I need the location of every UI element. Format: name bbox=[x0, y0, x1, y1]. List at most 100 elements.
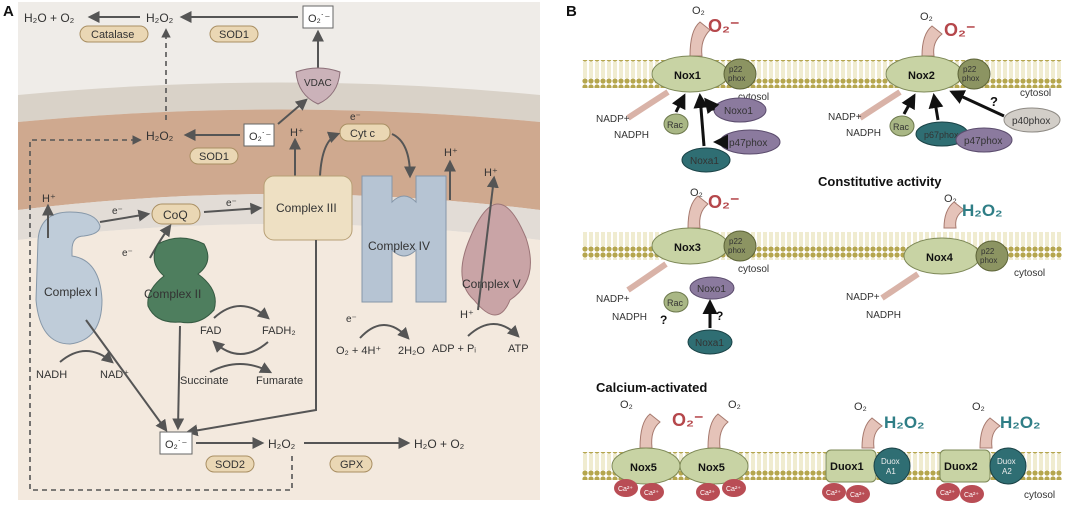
nox3-rac bbox=[663, 291, 689, 313]
panel-b-label: B bbox=[566, 3, 577, 20]
nox4-p22 bbox=[975, 240, 1009, 272]
hplus-c1: H⁺ bbox=[42, 193, 56, 205]
nox5-label-left: Nox5 bbox=[630, 462, 657, 474]
nox4-nadph: NADPH bbox=[866, 310, 901, 321]
arrow-succ-fum bbox=[209, 362, 273, 374]
ims-superoxide-box bbox=[243, 123, 275, 147]
ims-hplus-c3: H⁺ bbox=[290, 127, 304, 139]
top-h2o-o2: H₂O + O₂ bbox=[24, 11, 75, 25]
svg-text:Ca²⁺: Ca²⁺ bbox=[618, 486, 633, 493]
e-c2: e⁻ bbox=[122, 248, 133, 259]
duox1-ca-2 bbox=[846, 485, 870, 503]
svg-text:Ca²⁺: Ca²⁺ bbox=[964, 492, 979, 499]
svg-text:Ca²⁺: Ca²⁺ bbox=[940, 490, 955, 497]
matrix bbox=[18, 224, 540, 500]
nox5-product-arrow-left bbox=[639, 413, 661, 449]
arrow-c3-cytc bbox=[319, 131, 341, 177]
svg-text:phox: phox bbox=[980, 256, 997, 265]
nox5-complex: O₂ O₂ O₂⁻ Nox5 Nox5 Ca²⁺ Ca²⁺ Ca²⁺ Ca²⁺ bbox=[611, 399, 749, 501]
nox2-p47-label: p47phox bbox=[964, 136, 1002, 147]
duox1-ca-1 bbox=[822, 483, 846, 501]
top-superoxide-box bbox=[302, 5, 334, 29]
panel-b: B O₂ O₂⁻ Nox1 p22 phox cytosol NADP+ NAD… bbox=[566, 3, 1062, 503]
nox2-nadp: NADP+ bbox=[828, 112, 862, 123]
nox1-p22 bbox=[723, 58, 757, 90]
gpx-label: GPX bbox=[340, 459, 364, 471]
svg-text:A2: A2 bbox=[1002, 467, 1012, 476]
duox2-label: Duox2 bbox=[944, 461, 978, 473]
duox2-product-arrow bbox=[979, 417, 1001, 449]
svg-text:Duox: Duox bbox=[881, 457, 900, 466]
nox5-product-arrow-right bbox=[707, 413, 729, 449]
svg-text:p22: p22 bbox=[981, 247, 995, 256]
arrow-cytc-c4 bbox=[391, 133, 416, 179]
nox3-label: Nox3 bbox=[674, 242, 701, 254]
duox1-product-arrow bbox=[861, 417, 883, 449]
panel-a-label: A bbox=[3, 3, 14, 20]
arrow-nadh-nad bbox=[59, 350, 114, 364]
e-c3: e⁻ bbox=[226, 198, 237, 209]
e-c4: e⁻ bbox=[346, 314, 357, 325]
succinate: Succinate bbox=[180, 375, 228, 387]
nox3-product-arrow bbox=[687, 195, 709, 229]
duox1-label: Duox1 bbox=[830, 461, 864, 473]
nox2-rac-label: Rac bbox=[893, 122, 910, 132]
nox4-nadp-arrow bbox=[880, 271, 920, 301]
bottom-h2o-o2: H₂O + O₂ bbox=[414, 437, 465, 451]
nox1-complex: O₂ O₂⁻ Nox1 p22 phox cytosol NADP+ NADPH… bbox=[596, 5, 781, 173]
sod2-pill bbox=[205, 455, 255, 473]
adp-pi: ADP + Pᵢ bbox=[432, 343, 476, 355]
ims-h2o2: H₂O₂ bbox=[146, 129, 174, 143]
nox2-label: Nox2 bbox=[908, 70, 935, 82]
ims-eminus: e⁻ bbox=[350, 112, 361, 123]
complex-iv-label: Complex IV bbox=[368, 239, 430, 253]
nox3-nadph: NADPH bbox=[612, 312, 647, 323]
nox3-complex: O₂ O₂⁻ Nox3 p22 phox cytosol NADP+ NADPH… bbox=[596, 187, 769, 355]
nox5-o2-left: O₂ bbox=[620, 399, 633, 411]
catalase-pill bbox=[79, 25, 149, 43]
nox2-p47 bbox=[955, 127, 1013, 153]
nox4-product-arrow bbox=[943, 201, 965, 229]
gpx-pill bbox=[329, 455, 373, 473]
nox2-o2: O₂ bbox=[920, 11, 933, 23]
nadh: NADH bbox=[36, 369, 67, 381]
nox3-superoxide: O₂⁻ bbox=[708, 192, 740, 212]
sod1-ims-label: SOD1 bbox=[199, 151, 229, 163]
svg-text:phox: phox bbox=[728, 74, 745, 83]
nox5-ca-4 bbox=[722, 479, 746, 497]
nox4-label: Nox4 bbox=[926, 252, 954, 264]
nox2-p22 bbox=[957, 58, 991, 90]
svg-text:p22: p22 bbox=[963, 65, 977, 74]
sod1-top-label: SOD1 bbox=[219, 29, 249, 41]
arrow-c2-superoxide bbox=[172, 325, 185, 431]
catalase-label: Catalase bbox=[91, 29, 134, 41]
e-c1: e⁻ bbox=[112, 206, 123, 217]
complex-i-label: Complex I bbox=[44, 285, 98, 299]
bottom-superoxide: O₂˙⁻ bbox=[165, 439, 187, 451]
duox2-h2o2: H₂O₂ bbox=[1000, 413, 1041, 432]
nox5-ca-1 bbox=[614, 479, 638, 497]
fad: FAD bbox=[200, 325, 221, 337]
nox1-nadp-arrow bbox=[626, 89, 670, 121]
nox5-o2-right: O₂ bbox=[728, 399, 741, 411]
outer-membrane bbox=[18, 82, 540, 122]
nox3-p22 bbox=[723, 230, 757, 262]
nox2-question: ? bbox=[990, 94, 998, 109]
nox1-nadp: NADP+ bbox=[596, 114, 630, 125]
nox1-o2: O₂ bbox=[692, 5, 705, 17]
nox5-enzyme-right bbox=[679, 447, 749, 485]
top-superoxide: O₂˙⁻ bbox=[308, 13, 330, 25]
panel-a: A H₂O + O₂ H₂O₂ O₂˙⁻ Catalase SOD1 VDAC … bbox=[3, 2, 540, 500]
duox2-ca-2 bbox=[960, 485, 984, 503]
nox3-noxo1-label: Noxo1 bbox=[697, 284, 726, 295]
nox3-nadp-arrow bbox=[626, 261, 668, 293]
nox4-nadp: NADP+ bbox=[846, 292, 880, 303]
arrow-coq-c3 bbox=[203, 202, 263, 215]
complex-ii bbox=[147, 237, 216, 324]
complex-i bbox=[35, 211, 103, 345]
intermembrane-space bbox=[18, 109, 540, 210]
svg-text:Ca²⁺: Ca²⁺ bbox=[826, 490, 841, 497]
nox2-cytosol: cytosol bbox=[1020, 88, 1051, 99]
sod1-ims-pill bbox=[189, 147, 239, 165]
